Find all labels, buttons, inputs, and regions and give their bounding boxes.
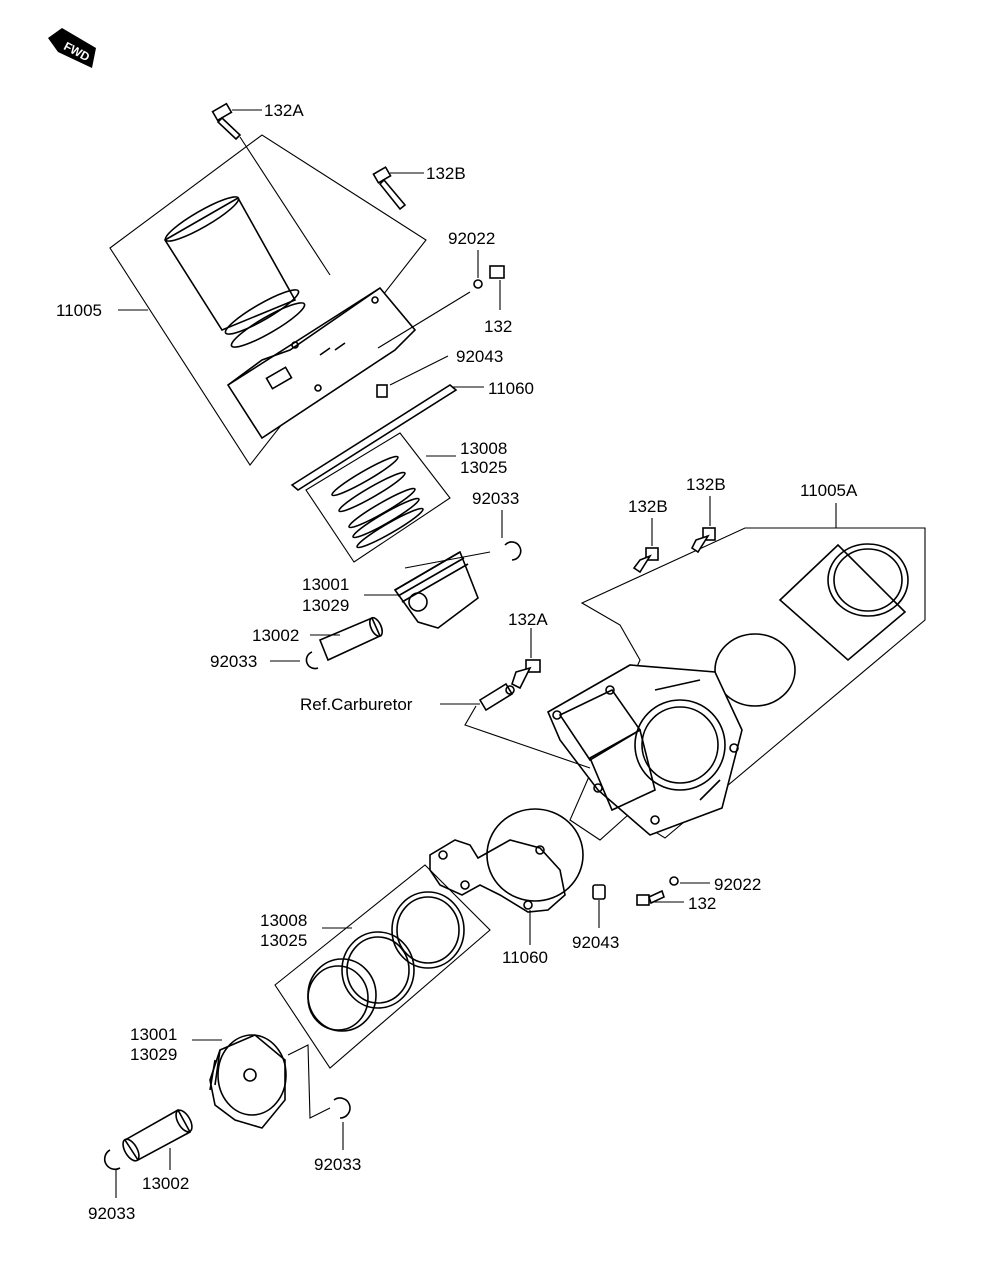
label-92033-b: 92033 [210, 652, 257, 671]
label-ref-carburetor: Ref.Carburetor [300, 695, 413, 714]
piston-bottom [209, 1034, 287, 1129]
label-11060-bottom: 11060 [502, 948, 548, 967]
label-92033-c: 92033 [314, 1155, 361, 1174]
piston-top [393, 550, 491, 629]
piston-rings-group-top [305, 432, 451, 563]
label-92033-a: 92033 [472, 489, 519, 508]
label-132A-top: 132A [264, 101, 304, 120]
piston-rings-group-bottom [274, 864, 491, 1069]
label-92033-d: 92033 [88, 1204, 135, 1223]
label-13029-top: 13029 [302, 596, 349, 615]
cylinder-11005-group-box [109, 134, 427, 466]
o-ring-right [714, 633, 796, 707]
carburetor-fitting [478, 682, 515, 712]
bolt-132B-right-2 [690, 496, 716, 554]
bolt-132A-mid [511, 628, 541, 690]
piston-rings-bottom [307, 891, 465, 1032]
circlip-92033-b [305, 651, 319, 670]
cylinder-block-top [226, 286, 417, 440]
label-132B-top: 132B [426, 164, 466, 183]
label-11005A: 11005A [800, 481, 858, 500]
piston-pin-top [318, 616, 383, 662]
washer-92022-top [473, 250, 483, 289]
label-13008-top: 13008 [460, 439, 507, 458]
bolt-132B-top [372, 166, 407, 211]
cylinder-sleeve-top [163, 196, 306, 348]
label-92022-top: 92022 [448, 229, 495, 248]
label-132-bottom: 132 [688, 894, 716, 913]
label-13001-top: 13001 [302, 575, 349, 594]
label-13001-bottom: 13001 [130, 1025, 177, 1044]
gasket-11060-top [290, 384, 484, 491]
label-132B-right-2: 132B [686, 475, 726, 494]
circlip-92033-a [501, 510, 522, 561]
dowel-92043-bottom [592, 884, 606, 928]
bolt-132A-top [211, 102, 331, 276]
label-132A-mid: 132A [508, 610, 548, 629]
label-92043-bottom: 92043 [572, 933, 619, 952]
label-132-top: 132 [484, 317, 512, 336]
label-11005: 11005 [56, 301, 102, 320]
fwd-arrow-icon: FWD [48, 28, 96, 68]
label-13008-bottom: 13008 [260, 911, 307, 930]
label-13002-top: 13002 [252, 626, 299, 645]
gasket-11060-bottom [429, 808, 584, 945]
dowel-92043-top [376, 355, 449, 398]
circlip-92033-d [103, 1149, 121, 1198]
label-92043-top: 92043 [456, 347, 503, 366]
label-13025-top: 13025 [460, 458, 507, 477]
piston-pin-bottom [122, 1108, 193, 1170]
cylinder-block-right [546, 664, 743, 836]
label-13025-bottom: 13025 [260, 931, 307, 950]
washer-92022-bottom [669, 876, 679, 886]
label-92022-bottom: 92022 [714, 875, 761, 894]
bolt-132B-right-1 [632, 518, 659, 574]
label-132B-right-1: 132B [628, 497, 668, 516]
label-13029-bottom: 13029 [130, 1045, 177, 1064]
bolt-132-bottom [636, 889, 665, 906]
label-11060-top: 11060 [488, 379, 534, 398]
circlip-92033-c [287, 1044, 351, 1150]
bolt-132-top [489, 265, 505, 310]
label-13002-bottom: 13002 [142, 1174, 189, 1193]
piston-rings-top [331, 455, 424, 549]
cylinder-sleeve-right [778, 543, 909, 662]
